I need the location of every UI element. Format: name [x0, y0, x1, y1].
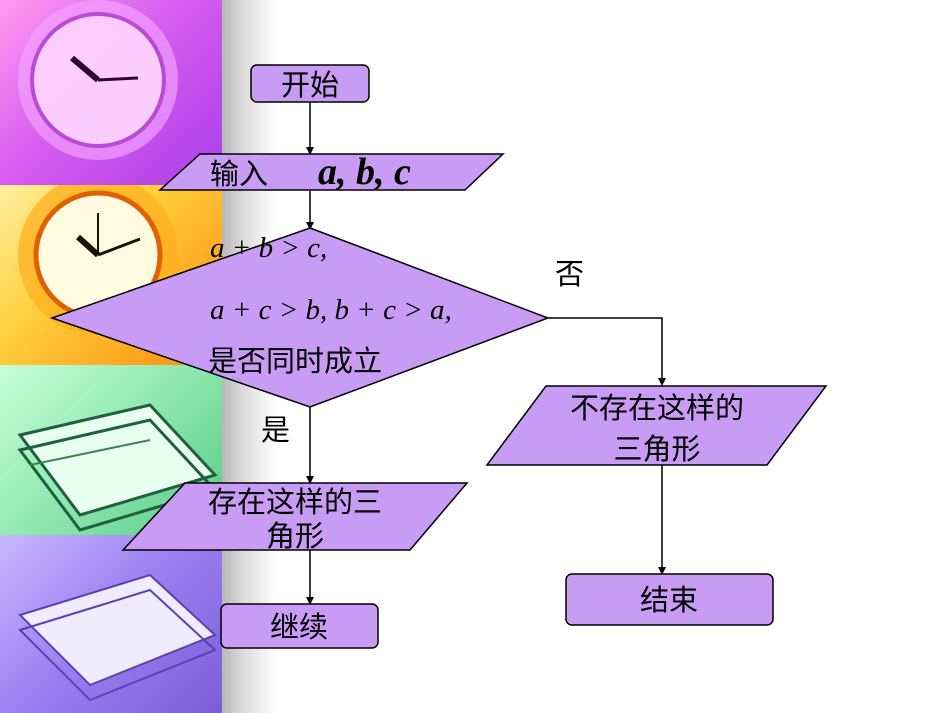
condition-line-1: a + b > c,	[210, 232, 327, 264]
start-node	[250, 64, 370, 103]
yes-output-line-2: 角形	[266, 519, 324, 553]
yes-output-line-1: 存在这样的三	[208, 485, 382, 519]
no-output-line-2: 三角形	[613, 432, 700, 466]
decision-node	[49, 227, 551, 408]
input-variables: a, b, c	[318, 151, 411, 193]
end-label: 结束	[640, 583, 698, 617]
no-branch-label: 否	[555, 257, 584, 291]
end-node	[565, 573, 774, 626]
continue-node	[220, 603, 379, 649]
papers-image	[0, 535, 222, 713]
input-label: 输入	[210, 157, 268, 191]
condition-line-3: 是否同时成立	[208, 344, 382, 378]
condition-line-2: a + c > b, b + c > a,	[210, 294, 452, 326]
no-output-line-1: 不存在这样的	[570, 391, 744, 425]
clock-icon	[18, 0, 178, 160]
yes-branch-label: 是	[261, 413, 290, 447]
clock-image-purple	[0, 0, 222, 185]
yes-output-node	[121, 482, 469, 551]
input-node	[158, 153, 505, 191]
papers-icon	[18, 573, 217, 702]
start-label: 开始	[281, 68, 339, 102]
continue-label: 继续	[270, 610, 328, 644]
no-output-node	[485, 385, 828, 466]
arrow-decision-to-no-output	[548, 317, 666, 386]
